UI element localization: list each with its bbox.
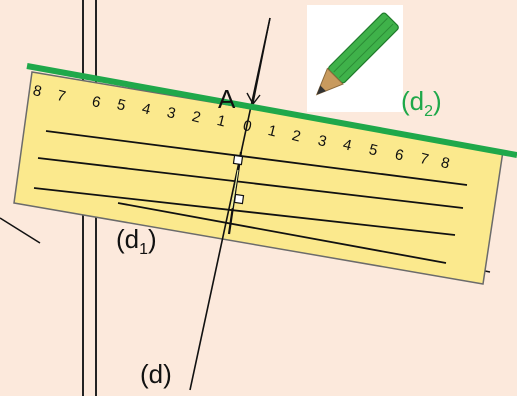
d1-label-main: (d [116, 224, 139, 254]
arrow-to-a [252, 17, 271, 104]
tick-label-right: 2 [290, 127, 302, 146]
tick-label-left: 8 [31, 82, 43, 101]
perpendicular-segment-highlight [231, 169, 239, 209]
ruler-line-3 [33, 187, 456, 236]
d-label: (d) [140, 359, 172, 389]
line-left-stub [0, 217, 41, 244]
tick-label-left: 1 [215, 112, 227, 131]
right-angle-mark-bottom [233, 193, 245, 205]
tick-label-right: 7 [418, 150, 430, 169]
perpendicular-segment [227, 151, 243, 235]
ruler-line-2 [37, 157, 464, 209]
tick-label-left: 2 [190, 108, 202, 127]
d1-label-close: ) [148, 224, 157, 254]
ruler-line-1 [45, 130, 468, 186]
tick-label-right: 3 [316, 132, 328, 151]
d1-label-sub: 1 [139, 241, 148, 258]
line-d [189, 17, 271, 391]
tick-label-left: 6 [90, 93, 102, 112]
tick-label-right: 1 [266, 122, 278, 141]
tick-label-left: 7 [55, 87, 67, 106]
tick-label-center: 0 [241, 117, 253, 136]
d2-label-sub: 2 [424, 103, 433, 120]
tick-label-right: 8 [439, 154, 451, 173]
line-d2 [26, 63, 517, 158]
d2-label-close: ) [433, 86, 442, 116]
point-a-label: A [218, 84, 236, 114]
d1-label: (d1) [116, 224, 157, 258]
d2-label: (d2) [401, 86, 442, 120]
right-angle-mark-top [232, 154, 244, 166]
tick-label-right: 4 [341, 136, 353, 155]
ruler-scale: 8 7 6 5 4 3 2 1 0 1 2 3 4 5 6 7 8 [31, 82, 451, 173]
tick-label-left: 3 [165, 104, 177, 123]
tick-label-right: 6 [393, 146, 405, 165]
d2-label-main: (d [401, 86, 424, 116]
tick-label-right: 5 [367, 141, 379, 160]
ruler-line-4 [117, 202, 447, 264]
tick-label-left: 4 [140, 100, 152, 119]
pencil-icon [307, 5, 403, 112]
tick-label-left: 5 [115, 96, 127, 115]
